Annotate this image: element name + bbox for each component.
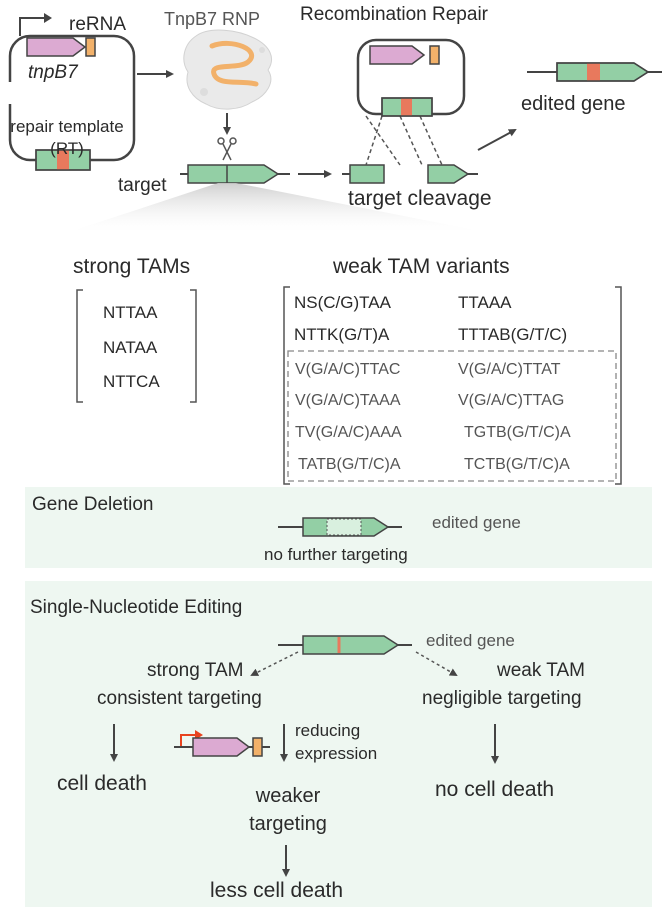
weak-tam-item: TTAAA xyxy=(458,293,512,312)
weak-tam-item: V(G/A/C)TTAC xyxy=(295,361,401,378)
repair-template-line2: (RT) xyxy=(50,139,84,158)
strong-tam-item: NATAA xyxy=(103,338,158,357)
edited-gene-top-label: edited gene xyxy=(521,93,626,115)
weak-tam-item: TV(G/A/C)AAA xyxy=(295,424,402,441)
reducing-line1: reducing xyxy=(295,721,361,740)
repair-template-block xyxy=(35,149,91,171)
rerna-label: reRNA xyxy=(69,14,127,35)
repair-template-label: repair template (RT) xyxy=(0,118,134,157)
weak-tam-item: TGTB(G/T/C)A xyxy=(464,424,571,441)
cleaved-target xyxy=(342,164,478,184)
reducing-line2: expression xyxy=(295,744,378,763)
recombination-title: Recombination Repair xyxy=(300,4,488,25)
strong-tam-branch-line2: consistent targeting xyxy=(97,688,262,709)
deletion-edited-gene-label: edited gene xyxy=(432,513,521,532)
arrow-to-edited-gene xyxy=(477,129,517,151)
gene-deletion-title: Gene Deletion xyxy=(32,494,154,515)
weak-tam-dashed-box xyxy=(287,350,617,482)
scissors-icon xyxy=(217,137,237,161)
no-cell-death-label: no cell death xyxy=(435,778,555,801)
weak-tam-bracket xyxy=(283,286,622,485)
cleavage-label: target cleavage xyxy=(348,187,492,210)
strong-tam-bracket xyxy=(76,289,197,403)
target-gene xyxy=(180,164,290,184)
weak-tam-branch-line2: negligible targeting xyxy=(422,688,582,709)
weak-tam-item: TCTB(G/T/C)A xyxy=(464,456,570,473)
less-cell-death-label: less cell death xyxy=(210,879,344,902)
cell-death-label: cell death xyxy=(57,772,147,795)
promoter-arrow-icon xyxy=(19,13,52,36)
strong-tams-title: strong TAMs xyxy=(73,255,191,278)
edited-gene-top xyxy=(527,62,662,82)
sne-title: Single-Nucleotide Editing xyxy=(30,597,243,618)
strong-tam-item: NTTAA xyxy=(103,303,158,322)
tnpb7-gene-arrow xyxy=(26,37,87,57)
weak-tam-item: NTTK(G/T)A xyxy=(294,325,390,344)
arrow-to-weak-tam xyxy=(415,651,458,676)
strong-tam-item: NTTCA xyxy=(103,372,160,391)
weak-tam-item: TATB(G/T/C)A xyxy=(298,456,401,473)
weak-tam-item: V(G/A/C)TTAT xyxy=(458,361,561,378)
deletion-gene xyxy=(278,517,402,537)
weaker-targeting-label: weaker targeting xyxy=(236,786,340,834)
arrow-to-strong-tam xyxy=(250,651,299,676)
recombination-crossover xyxy=(365,115,443,166)
tnpb7-rnp-icon xyxy=(183,29,272,110)
plasmid-recombination xyxy=(356,38,466,117)
zoom-fan xyxy=(60,183,500,235)
weaker-line1: weaker xyxy=(255,785,321,807)
sne-edited-gene xyxy=(278,635,412,655)
weak-tam-item: TTTAB(G/T/C) xyxy=(458,325,568,344)
repair-template-line1: repair template xyxy=(10,117,124,136)
strong-tam-branch-line1: strong TAM xyxy=(147,660,244,681)
weak-tam-item: V(G/A/C)TTAG xyxy=(458,392,565,409)
weak-tam-item: NS(C/G)TAA xyxy=(294,293,391,312)
weaker-line2: targeting xyxy=(249,813,327,835)
weak-tams-title: weak TAM variants xyxy=(333,255,510,278)
target-label: target xyxy=(118,175,167,196)
reduced-expression-construct xyxy=(174,730,270,757)
rnp-title: TnpB7 RNP xyxy=(164,9,261,29)
rerna-box xyxy=(85,37,96,57)
weak-tam-item: V(G/A/C)TAAA xyxy=(295,392,401,409)
tnpb7-gene-label: tnpB7 xyxy=(28,62,78,83)
sne-edited-gene-label: edited gene xyxy=(426,631,515,650)
reducing-expression-label: reducing expression xyxy=(295,722,377,762)
no-further-targeting-label: no further targeting xyxy=(264,545,408,564)
weak-tam-branch-line1: weak TAM xyxy=(497,660,585,681)
